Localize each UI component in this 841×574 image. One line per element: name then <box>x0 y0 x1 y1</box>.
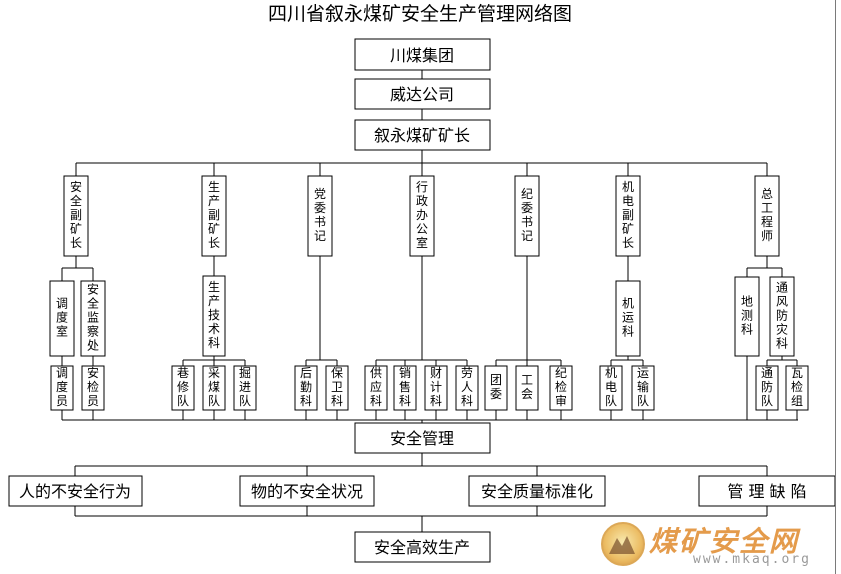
node-mine-director: 叙永煤矿矿长 <box>374 126 470 145</box>
sub-chief-engineer-1: 通风防灾科 <box>776 281 788 351</box>
leaf-safety-0-0: 调度员 <box>56 366 68 408</box>
sub-chief-engineer-0: 地测科 <box>741 295 753 337</box>
leaf-electromech-0-0: 机电队 <box>605 366 617 408</box>
leaf-admin-1: 销售科 <box>399 366 411 408</box>
leaf-production-0-0: 巷修队 <box>177 366 189 408</box>
sub-safety-1: 安全监察处 <box>87 282 99 353</box>
leaf-safety-1-0: 安检员 <box>87 365 99 408</box>
leaf-party-1: 保卫科 <box>331 366 343 408</box>
leaf-discipline-2: 纪检审 <box>555 366 567 408</box>
deputy-safety: 安全副矿长 <box>70 179 82 250</box>
mine-logo-icon <box>601 522 645 566</box>
leaf-admin-0: 供应科 <box>370 366 382 408</box>
watermark-url: www.mkaq.org <box>693 552 811 567</box>
deputy-admin: 行政办公室 <box>416 180 428 250</box>
leaf-admin-3: 劳人科 <box>461 366 473 408</box>
leaf-chief-engineer-1-0: 通防队 <box>761 366 773 408</box>
leaf-production-0-1: 采煤队 <box>208 366 220 408</box>
leaf-admin-2: 财计科 <box>430 366 442 408</box>
leaf-party-0: 后勤科 <box>300 366 312 408</box>
node-safety-management: 安全管理 <box>390 429 454 448</box>
leaf-electromech-0-1: 运输队 <box>637 366 649 408</box>
deputy-electromech: 机电副矿长 <box>622 180 634 250</box>
deputy-discipline: 纪委书记 <box>521 187 533 243</box>
chart-title: 四川省叙永煤矿安全生产管理网络图 <box>268 3 572 25</box>
page-right-border <box>835 0 836 574</box>
factor-management: 管 理 缺 陷 <box>727 482 806 501</box>
leaf-production-0-2: 掘进队 <box>239 365 251 408</box>
factor-human: 人的不安全行为 <box>19 482 131 501</box>
leaf-chief-engineer-1-1: 瓦检组 <box>791 366 803 408</box>
deputy-production: 生产副矿长 <box>208 180 220 250</box>
leaf-discipline-0: 团委 <box>490 373 502 401</box>
factor-equipment: 物的不安全状况 <box>251 482 363 501</box>
deputy-chief-engineer: 总工程师 <box>761 187 773 243</box>
deputy-party: 党委书记 <box>314 186 326 243</box>
safety-section: 安全管理 人的不安全行为 物的不安全状况 安全质量标准化 管 理 缺 陷 安全高… <box>8 419 836 563</box>
sub-production-0: 生产技术科 <box>208 280 220 350</box>
node-group: 川煤集团 <box>390 46 454 65</box>
node-outcome: 安全高效生产 <box>374 538 470 557</box>
watermark: 煤矿安全网 www.mkaq.org <box>601 520 831 568</box>
top-chain: 川煤集团 威达公司 叙永煤矿矿长 <box>76 38 767 164</box>
factor-standardization: 安全质量标准化 <box>481 482 593 501</box>
node-company: 威达公司 <box>390 85 454 104</box>
sub-safety-0: 调度室 <box>56 297 68 339</box>
leaf-discipline-1: 工会 <box>521 373 533 401</box>
watermark-name: 煤矿安全网 <box>649 525 800 558</box>
sub-electromech-0: 机运科 <box>622 297 634 339</box>
